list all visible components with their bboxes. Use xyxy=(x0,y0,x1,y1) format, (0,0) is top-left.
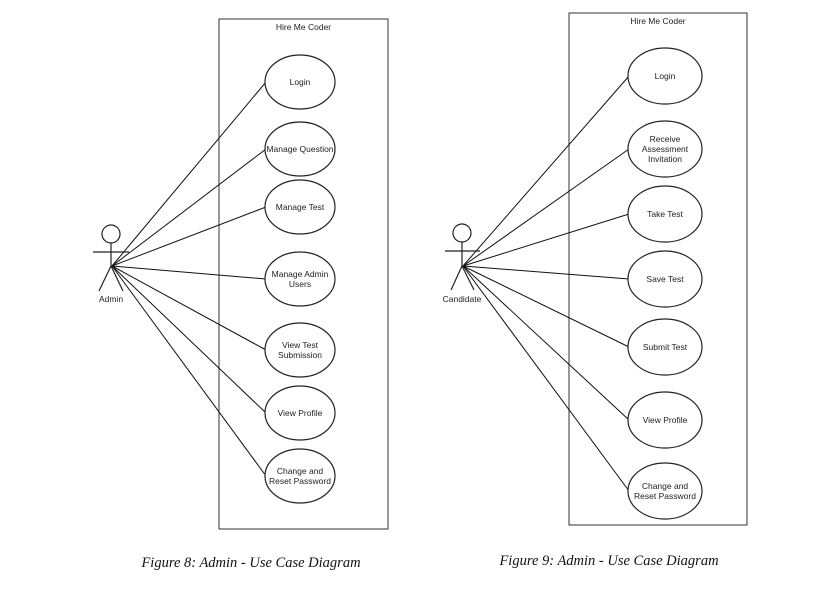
use-case-ellipse xyxy=(264,251,336,307)
association-line xyxy=(462,148,630,267)
use-case-label: Change and xyxy=(642,481,689,491)
system-name: Hire Me Coder xyxy=(630,16,685,26)
use-case-label: Save Test xyxy=(646,274,684,284)
use-case: Manage Question xyxy=(264,121,336,177)
association-line xyxy=(462,265,630,348)
use-case: Take Test xyxy=(627,185,703,243)
association-lines xyxy=(111,81,267,477)
actor-right-leg xyxy=(110,265,124,292)
use-case: Manage Test xyxy=(264,179,336,235)
association-line xyxy=(462,213,630,267)
use-case-label: View Profile xyxy=(278,408,323,418)
system-name: Hire Me Coder xyxy=(276,22,331,32)
use-case-label: Take Test xyxy=(647,209,683,219)
actor-left-leg xyxy=(98,265,112,292)
use-case-label: Submit Test xyxy=(643,342,688,352)
actor: Admin xyxy=(93,224,129,304)
actor-head xyxy=(101,224,121,244)
use-case: Submit Test xyxy=(627,318,703,376)
use-case-label: Reset Password xyxy=(634,491,696,501)
actor-label: Admin xyxy=(99,294,123,304)
association-line xyxy=(111,265,267,477)
association-line xyxy=(462,265,630,280)
use-case-label: Invitation xyxy=(648,154,682,164)
actor: Candidate xyxy=(443,223,482,304)
use-case: Save Test xyxy=(627,250,703,308)
use-case-label: Manage Question xyxy=(266,144,333,154)
use-case-ellipse xyxy=(627,47,703,105)
association-line xyxy=(462,75,630,267)
association-line xyxy=(462,265,630,492)
actor-right-leg xyxy=(461,265,475,291)
association-line xyxy=(111,265,267,351)
use-case-label: Manage Test xyxy=(276,202,325,212)
use-case: View Profile xyxy=(627,391,703,449)
actor-left-leg xyxy=(450,265,463,291)
association-line xyxy=(111,265,267,280)
use-case-ellipse xyxy=(264,54,336,110)
use-case: Login xyxy=(264,54,336,110)
use-case-ellipse xyxy=(627,391,703,449)
use-case-ellipse xyxy=(627,318,703,376)
use-case-ellipse xyxy=(264,322,336,378)
use-case-ellipse xyxy=(264,179,336,235)
association-line xyxy=(111,148,267,267)
association-line xyxy=(111,265,267,414)
use-case-label: Login xyxy=(655,71,676,81)
association-line xyxy=(111,81,267,267)
use-case-label: Manage Admin xyxy=(272,269,329,279)
use-case-ellipse xyxy=(627,185,703,243)
use-case-ellipse xyxy=(264,385,336,441)
use-case-label: Assessment xyxy=(642,144,689,154)
use-case-ellipse xyxy=(627,462,703,520)
use-case-label: View Profile xyxy=(643,415,688,425)
use-case-label: Login xyxy=(290,77,311,87)
use-case-ellipse xyxy=(627,120,703,178)
use-case-label: View Test xyxy=(282,340,319,350)
actor-head xyxy=(452,223,472,243)
use-case: Login xyxy=(627,47,703,105)
use-case-ellipse xyxy=(264,448,336,504)
use-case-label: Change and xyxy=(277,466,324,476)
figure-caption: Figure 9: Admin - Use Case Diagram xyxy=(498,553,718,569)
association-lines xyxy=(462,75,630,492)
use-case-label: Users xyxy=(289,279,311,289)
use-case: View Profile xyxy=(264,385,336,441)
actor-label: Candidate xyxy=(443,294,482,304)
use-case-label: Receive xyxy=(650,134,681,144)
association-line xyxy=(111,206,267,267)
use-case-label: Reset Password xyxy=(269,476,331,486)
figure-caption: Figure 8: Admin - Use Case Diagram xyxy=(140,555,360,571)
use-case-label: Submission xyxy=(278,350,322,360)
use-case-ellipse xyxy=(264,121,336,177)
use-case-ellipse xyxy=(627,250,703,308)
association-line xyxy=(462,265,630,421)
